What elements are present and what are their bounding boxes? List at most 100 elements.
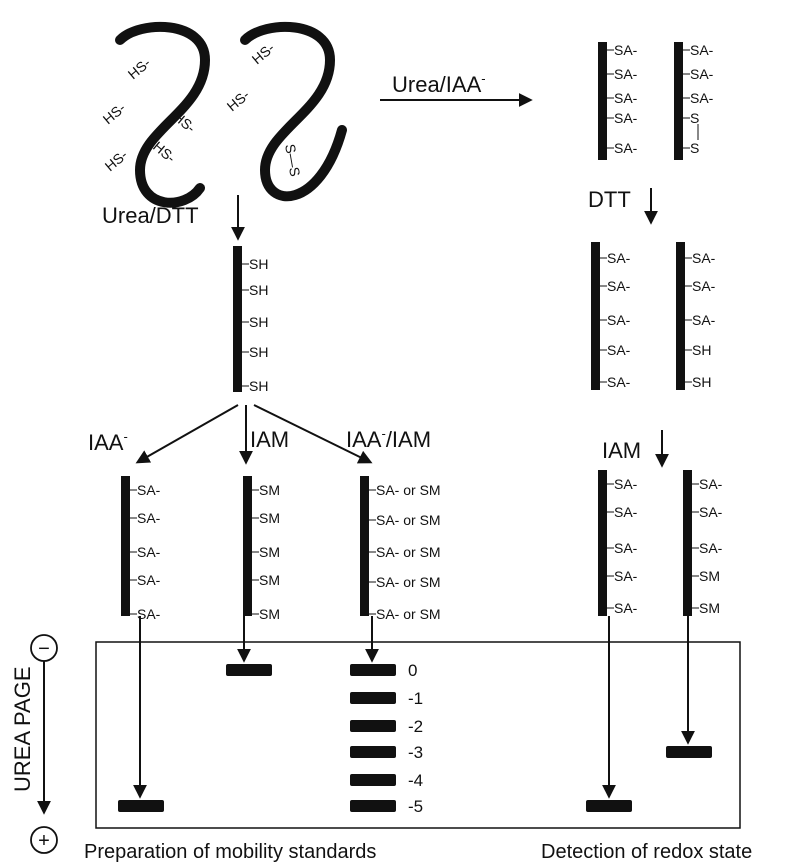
urea-dtt-label: Urea/DTT: [102, 203, 199, 228]
urea-page-label: UREA PAGE: [10, 666, 35, 792]
peptide-chain-bar: [233, 246, 242, 392]
gel-band: [586, 800, 632, 812]
residue-label: SA-: [137, 544, 161, 560]
residue-label: SA-: [607, 374, 631, 390]
residue-label: SA-: [614, 66, 638, 82]
residue-label: SA- or SM: [376, 482, 441, 498]
chain-group: SA- SA- SA- SA- SA- SA- SA- SA- SS SH SH SH SH SH SA- S…: [121, 42, 723, 622]
svg-text:+: +: [38, 830, 50, 852]
residue-label: SA-: [690, 66, 714, 82]
residue-label: SM: [259, 606, 280, 622]
residue-label: SA-: [607, 312, 631, 328]
ladder-band: [350, 774, 396, 786]
mobility-ladder: 0-1-2-3-4-5: [350, 661, 423, 816]
residue-label: SA-: [699, 540, 723, 556]
residue-label: SA- or SM: [376, 574, 441, 590]
minus-electrode: −: [30, 634, 58, 662]
residue-label: SA-: [614, 568, 638, 584]
folded-protein-left: [115, 21, 211, 208]
ladder-band: [350, 746, 396, 758]
peptide-chain-bar: [674, 42, 683, 160]
svg-text:−: −: [38, 638, 50, 660]
residue-label: S: [690, 140, 699, 156]
residue-label: SA-: [607, 278, 631, 294]
peptide-chain-bar: [598, 42, 607, 160]
residue-label: SA-: [692, 250, 716, 266]
residue-label: SA-: [690, 90, 714, 106]
residue-label: SA-: [137, 482, 161, 498]
peptide-chain-bar: [676, 242, 685, 390]
hs-label: HS-: [224, 86, 253, 114]
caption-mobility-standards: Preparation of mobility standards: [84, 841, 376, 863]
hs-label: HS-: [249, 39, 278, 67]
ladder-band: [350, 800, 396, 812]
hs-label: HS-: [100, 99, 129, 127]
ladder-label: -2: [408, 717, 423, 736]
residue-label: SA- or SM: [376, 606, 441, 622]
residue-label: SM: [699, 600, 720, 616]
residue-label: SA-: [614, 540, 638, 556]
residue-label: SM: [259, 572, 280, 588]
arrow-branch-iaa: [135, 404, 239, 464]
peptide-chain-bar: [591, 242, 600, 390]
residue-label: SA-: [614, 90, 638, 106]
residue-label: SM: [259, 510, 280, 526]
residue-label: SH: [249, 344, 268, 360]
ladder-band: [350, 720, 396, 732]
urea-page-gel: [95, 641, 741, 829]
residue-label: SM: [259, 482, 280, 498]
ladder-label: -1: [408, 689, 423, 708]
residue-label: SA-: [692, 278, 716, 294]
hs-label: HS-: [125, 54, 154, 82]
residue-label: SH: [249, 256, 268, 272]
residue-label: SH: [692, 374, 711, 390]
residue-label: SA-: [614, 140, 638, 156]
peptide-chain-bar: [683, 470, 692, 616]
arrow-branch-mix: [253, 404, 373, 464]
residue-label: SA-: [614, 42, 638, 58]
iaa-iam-branch-label: IAA-/IAM: [346, 426, 431, 452]
disulfide-label: S—S: [282, 143, 303, 178]
residue-label: SH: [692, 342, 711, 358]
residue-label: SA-: [137, 572, 161, 588]
residue-label: SA-: [614, 110, 638, 126]
residue-label: SA-: [614, 600, 638, 616]
residue-label: SA-: [137, 510, 161, 526]
residue-label: SA-: [614, 476, 638, 492]
peptide-chain-bar: [243, 476, 252, 616]
caption-redox-state: Detection of redox state: [541, 841, 752, 863]
residue-label: SA-: [607, 250, 631, 266]
urea-iaa-label: Urea/IAA-: [392, 71, 486, 97]
residue-label: SH: [249, 282, 268, 298]
residue-label: SM: [259, 544, 280, 560]
ladder-label: -5: [408, 797, 423, 816]
residue-label: SM: [699, 568, 720, 584]
peptide-chain-bar: [121, 476, 130, 616]
residue-label: SH: [249, 314, 268, 330]
gel-band: [226, 664, 272, 676]
residue-label: SA-: [607, 342, 631, 358]
plus-electrode: +: [30, 826, 58, 854]
iam-label-right: IAM: [602, 438, 641, 463]
folded-protein-right: [240, 21, 347, 202]
gel-band: [666, 746, 712, 758]
gel-band: [118, 800, 164, 812]
residue-label: SA- or SM: [376, 512, 441, 528]
residue-label: S: [690, 110, 699, 126]
residue-label: SA-: [614, 504, 638, 520]
peptide-chain-bar: [598, 470, 607, 616]
residue-label: SA-: [137, 606, 161, 622]
residue-label: SA-: [690, 42, 714, 58]
iaa-branch-label: IAA-: [88, 429, 128, 455]
ladder-label: -4: [408, 771, 423, 790]
ladder-label: 0: [408, 661, 417, 680]
residue-label: SA-: [699, 476, 723, 492]
residue-label: SA-: [699, 504, 723, 520]
ladder-band: [350, 692, 396, 704]
residue-label: SA- or SM: [376, 544, 441, 560]
hs-label: HS-: [102, 146, 131, 174]
dtt-label: DTT: [588, 187, 631, 212]
residue-label: SH: [249, 378, 268, 394]
